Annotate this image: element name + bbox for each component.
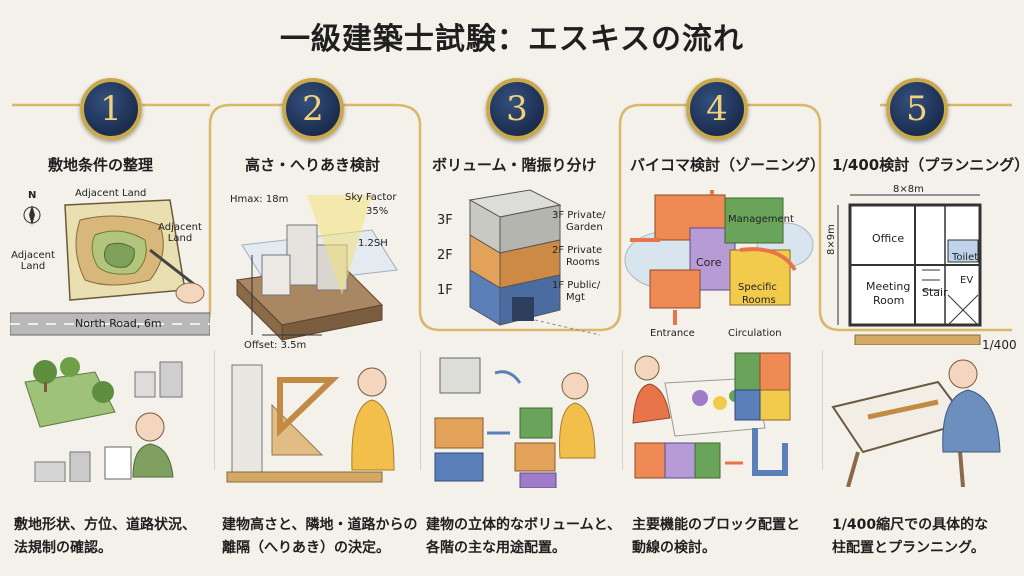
step-2-title: 高さ・へりあき検討 xyxy=(245,156,381,174)
step-1-title: 敷地条件の整理 xyxy=(48,156,154,174)
ev-label: EV xyxy=(960,275,974,286)
step-1-desc-line2: 法規制の確認。 xyxy=(14,540,112,556)
core-label: Core xyxy=(696,256,722,269)
floor-3f-level: 3F xyxy=(437,213,453,228)
management-label: Management xyxy=(728,214,794,225)
floor-2f-use2: Rooms xyxy=(566,257,600,268)
step-3-badge: 3 xyxy=(486,78,548,140)
step-3-illustration xyxy=(468,189,601,336)
clipboard-icon xyxy=(104,446,132,480)
step-5-desc-line1: 1/400縮尺での具体的な xyxy=(832,517,989,533)
topographic-map-icon xyxy=(64,199,186,301)
step-1-desc-line1: 敷地形状、方位、道路状況、 xyxy=(14,517,196,533)
page-title: 一級建築士試験：エスキスの流れ xyxy=(279,22,745,57)
stacked-volume-icon xyxy=(468,189,562,326)
step-4-description: 主要機能のブロック配置と 動線の検討。 xyxy=(632,514,800,560)
adjacent-land-top-label: Adjacent Land xyxy=(75,188,147,199)
step-2-illustration xyxy=(235,195,398,342)
pencil-icon xyxy=(149,248,205,304)
scale-label: 1/400 xyxy=(982,338,1017,352)
floor-1f-use2: Mgt xyxy=(566,292,585,303)
stair-label: Stair xyxy=(922,286,948,299)
offset-label: Offset: 3.5m xyxy=(244,340,307,351)
step-2-description: 建物高さと、隣地・道路からの 離隔（へりあき）の決定。 xyxy=(222,514,417,560)
compass-icon xyxy=(23,205,41,225)
blocks-icon xyxy=(434,357,557,488)
step-5-desc-line2: 柱配置とプランニング。 xyxy=(832,540,985,556)
step-5-title: 1/400検討（プランニング） xyxy=(832,156,1024,174)
step-2-desc-line2: 離隔（へりあき）の決定。 xyxy=(222,540,390,556)
hmax-label: Hmax: 18m xyxy=(230,194,289,205)
floor-1f-level: 1F xyxy=(437,283,453,298)
meeting-label-2: Room xyxy=(873,294,905,307)
step-4-desc-line1: 主要機能のブロック配置と xyxy=(632,517,800,533)
meeting-label: Meeting xyxy=(866,280,911,293)
step-3-desc-line1: 建物の立体的なボリュームと、 xyxy=(426,517,622,533)
step-1-lower-illustration xyxy=(24,357,183,482)
trees-icon xyxy=(24,357,116,428)
zoning-diagram-icon xyxy=(649,194,791,309)
sky-factor-value: 35% xyxy=(366,206,389,217)
step-1-illustration xyxy=(10,199,210,336)
step-4-illustration xyxy=(624,190,814,325)
sky-factor-label: Sky Factor xyxy=(345,192,397,203)
step-4-desc-line2: 動線の検討。 xyxy=(632,540,716,556)
buildings-icon xyxy=(34,361,183,482)
step-2-badge: 2 xyxy=(282,78,344,140)
step-3-description: 建物の立体的なボリュームと、 各階の主な用途配置。 xyxy=(426,514,621,560)
grid-top-label: 8×8m xyxy=(893,184,924,195)
floor-plan-icon xyxy=(848,203,982,327)
floor-1f-use: 1F Public/ xyxy=(552,280,601,291)
floor-3f-use: 3F Private/ xyxy=(552,210,606,221)
entrance-label: Entrance xyxy=(650,328,695,339)
step-2-lower-illustration xyxy=(226,364,395,483)
scale-ruler-icon xyxy=(854,334,981,345)
step-5-illustration xyxy=(837,194,982,345)
floor-3f-use2: Garden xyxy=(566,222,603,233)
compass-north-label: N xyxy=(28,190,37,201)
triangle-ruler-icon xyxy=(271,377,340,456)
step-4-lower-illustration xyxy=(632,352,791,479)
step-1-badge: 1 xyxy=(80,78,142,140)
step-3-desc-line2: 各階の主な用途配置。 xyxy=(426,540,566,556)
floor-2f-level: 2F xyxy=(437,248,453,263)
adjacent-land-right-label: Adjacent Land xyxy=(158,222,202,244)
step-4-badge: 4 xyxy=(686,78,748,140)
step-5-description: 1/400縮尺での具体的な 柱配置とプランニング。 xyxy=(832,514,988,560)
step-1-description: 敷地形状、方位、道路状況、 法規制の確認。 xyxy=(14,514,196,560)
step-2-desc-line1: 建物高さと、隣地・道路からの xyxy=(222,517,418,533)
step-3-title: ボリューム・階振り分け xyxy=(432,156,597,174)
step-4-title: バイコマ検討（ゾーニング） xyxy=(630,156,826,174)
specific-label: Specific xyxy=(738,282,777,293)
north-road-label: North Road, 6m xyxy=(75,317,162,330)
adjacent-land-left-label: Adjacent Land xyxy=(11,250,55,272)
specific-label-2: Rooms xyxy=(742,295,776,306)
office-label: Office xyxy=(872,232,905,245)
grid-side-label: 8×9m xyxy=(826,224,837,255)
step-5-lower-illustration xyxy=(831,359,1001,487)
circulation-label: Circulation xyxy=(728,328,782,339)
floor-2f-use: 2F Private xyxy=(552,245,603,256)
toilet-label: Toilet xyxy=(952,252,979,263)
step-3-lower-illustration xyxy=(434,357,596,488)
step-5-badge: 5 xyxy=(886,78,948,140)
slope-label: 1.2SH xyxy=(358,238,388,249)
ruler-icon xyxy=(226,364,383,483)
